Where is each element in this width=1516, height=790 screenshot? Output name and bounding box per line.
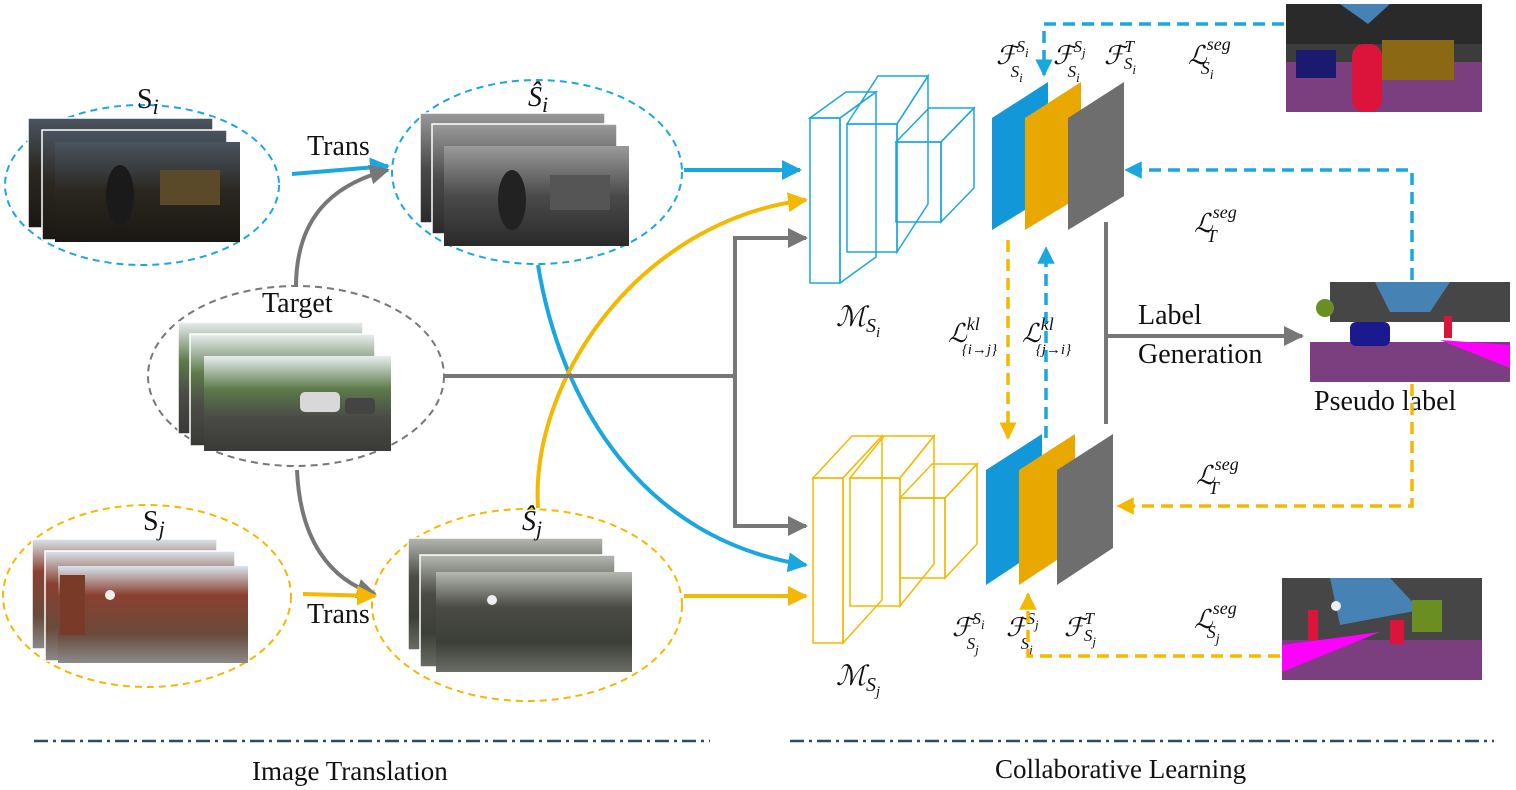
seg-t-top-dashed-arrow bbox=[1124, 161, 1414, 280]
trans-bottom-yellow-arrow bbox=[302, 585, 377, 606]
pseudo-label-caption: Pseudo label bbox=[1314, 386, 1457, 417]
s-j-hat-label: Ŝj bbox=[522, 506, 542, 541]
s-j-label: Sj bbox=[143, 506, 165, 541]
s-i-ellipse bbox=[4, 104, 280, 266]
s-i-image-stack bbox=[27, 117, 240, 242]
s-j-hat-image-stack bbox=[407, 537, 632, 672]
trans-top-gray-arrow bbox=[294, 164, 390, 288]
model-m-si bbox=[807, 73, 976, 285]
s-i-hat-ellipse bbox=[391, 79, 683, 265]
s-i-label: Si bbox=[137, 84, 159, 119]
model-m-si-label: ℳSi bbox=[836, 302, 880, 341]
s-j-ellipse bbox=[2, 504, 292, 688]
feature-maps-top bbox=[992, 82, 1124, 230]
section-title-image-translation: Image Translation bbox=[252, 756, 448, 786]
s-j-hat-cross-arrow bbox=[535, 192, 808, 509]
s-i-hat-cross-arrow bbox=[536, 264, 808, 573]
target-branch-up-arrow bbox=[733, 228, 808, 376]
label-generation-line2: Generation bbox=[1138, 339, 1262, 370]
kl-j-to-i-label: ℒkl{j→i} bbox=[1022, 314, 1071, 358]
model-m-sj-label: ℳSj bbox=[836, 661, 880, 700]
trans-top-label: Trans bbox=[307, 131, 370, 162]
seg-s-j-dashed-arrow bbox=[1019, 592, 1280, 658]
kl-i-to-j-label: ℒkl{i→j} bbox=[948, 314, 997, 358]
s-i-hat-label: Ŝi bbox=[528, 82, 548, 117]
trans-bottom-label: Trans bbox=[307, 599, 370, 630]
feature-maps-bottom bbox=[986, 434, 1113, 585]
seg-s-i-dashed-arrow bbox=[1035, 22, 1284, 77]
s-j-image-stack bbox=[31, 538, 248, 663]
trans-bottom-gray-arrow bbox=[295, 469, 377, 599]
s-i-hat-image-stack bbox=[419, 112, 629, 246]
seg-label-s-i-image bbox=[1286, 4, 1482, 112]
target-label: Target bbox=[262, 288, 333, 319]
target-branch-down-arrow bbox=[733, 376, 808, 536]
model-m-sj bbox=[811, 433, 979, 645]
seg-t-bottom-dashed-arrow bbox=[1116, 384, 1414, 515]
label-generation-line1: Label bbox=[1138, 300, 1202, 331]
target-image-stack bbox=[177, 321, 391, 451]
section-title-collaborative-learning: Collaborative Learning bbox=[995, 754, 1246, 784]
pseudo-label-image bbox=[1310, 282, 1510, 382]
seg-label-s-j-image bbox=[1282, 578, 1482, 680]
